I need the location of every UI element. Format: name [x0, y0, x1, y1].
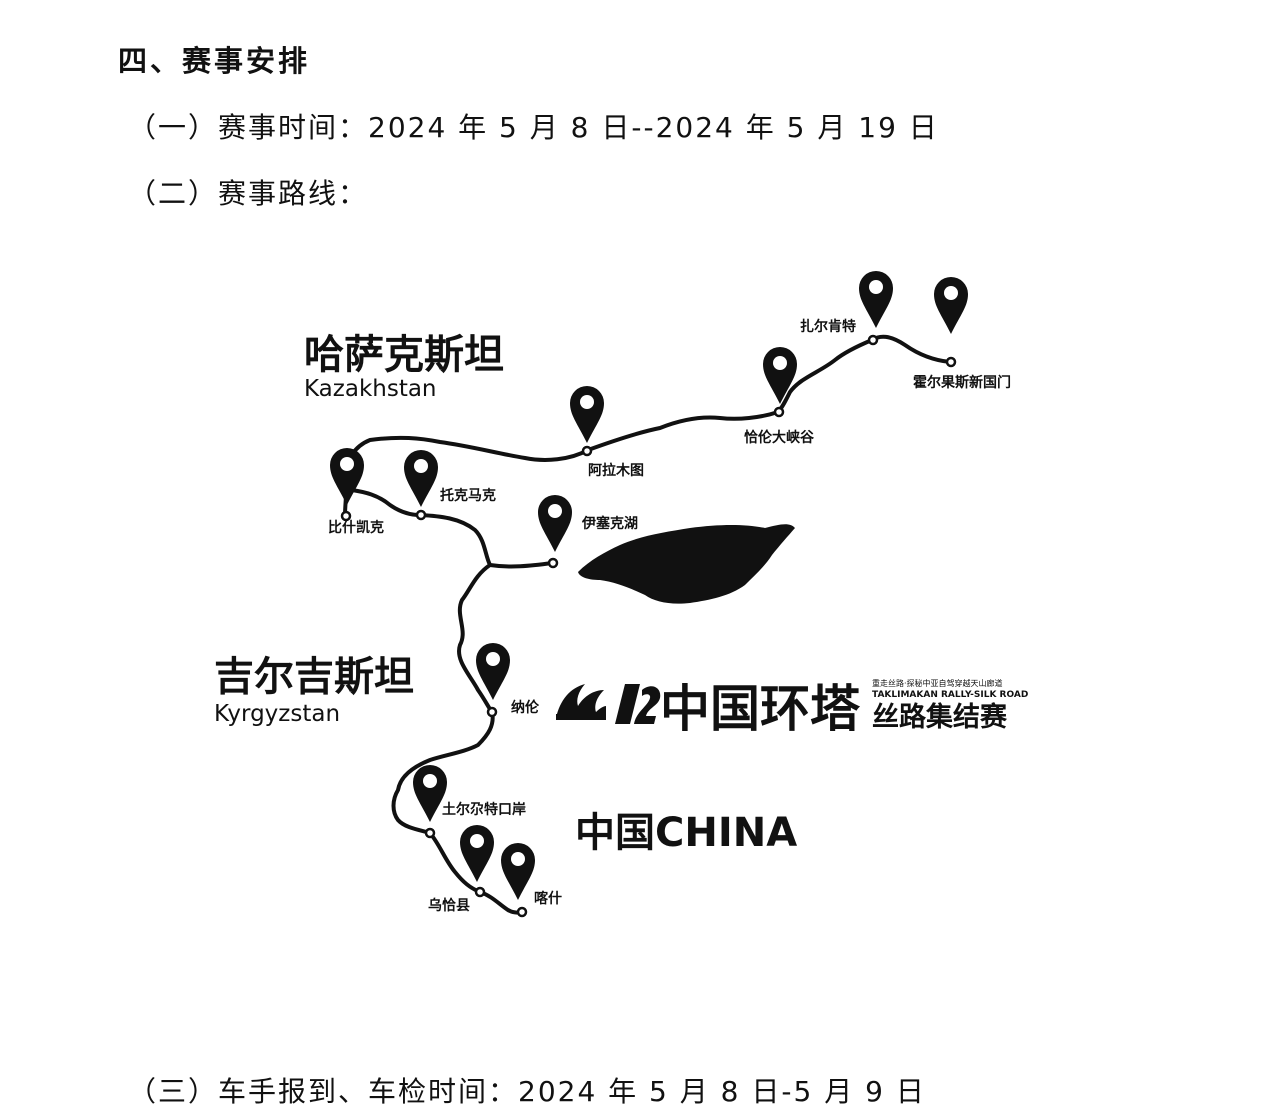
zharkent-pin-icon [859, 271, 893, 328]
tokmok-label: 托克马克 [440, 487, 496, 504]
logo-subtitle: 丝路集结赛 [872, 701, 1008, 733]
zharkent-dot [867, 334, 879, 346]
kyrgyzstan-en-label: Kyrgyzstan [214, 701, 340, 727]
kashgar-pin-icon [501, 843, 535, 900]
khorgos-dot [945, 356, 957, 368]
torugart-dot [424, 827, 436, 839]
charyn-dot [773, 406, 785, 418]
issyk-kul-label: 伊塞克湖 [581, 515, 638, 532]
china-label: 中国CHINA [575, 810, 797, 856]
tokmok-pin-icon [404, 450, 438, 507]
logo-title: 中国环塔 [660, 680, 861, 738]
wuqia-pin-icon [460, 825, 494, 882]
wuqia-label: 乌恰县 [428, 897, 470, 914]
kazakhstan-en-label: Kazakhstan [304, 376, 437, 402]
zharkent-label: 扎尔肯特 [800, 318, 856, 335]
event-route-label: （二）赛事路线： [128, 177, 369, 210]
khorgos-label: 霍尔果斯新国门 [913, 374, 1011, 391]
logo-slogan: 重走丝路·探秘中亚自驾穿越天山廊道 [872, 678, 1003, 688]
bishkek-label: 比什凯克 [328, 519, 384, 536]
rally-emblem-icon [556, 684, 661, 724]
almaty-pin-icon [570, 386, 604, 443]
tokmok-dot [415, 509, 427, 521]
rally-logo: 中国环塔 重走丝路·探秘中亚自驾穿越天山廊道 TAKLIMAKAN RALLY-… [556, 678, 1028, 738]
wuqia-dot [474, 886, 486, 898]
kashgar-dot [516, 906, 528, 918]
almaty-label: 阿拉木图 [588, 462, 644, 479]
naryn-label: 纳伦 [511, 699, 540, 716]
bishkek-pin-icon [330, 448, 364, 505]
logo-english: TAKLIMAKAN RALLY-SILK ROAD [872, 690, 1028, 700]
naryn-dot [486, 706, 498, 718]
torugart-label: 土尔尕特口岸 [442, 801, 526, 818]
event-time: （一）赛事时间：2024 年 5 月 8 日--2024 年 5 月 19 日 [128, 111, 939, 144]
issyk-kul-dot [547, 557, 559, 569]
section-heading: 四、赛事安排 [118, 44, 311, 78]
khorgos-pin-icon [934, 277, 968, 334]
kyrgyzstan-cn-label: 吉尔吉斯坦 [214, 654, 414, 700]
kazakhstan-cn-label: 哈萨克斯坦 [304, 332, 504, 378]
bishkek-dot [340, 510, 352, 522]
issyk-kul-lake-shape [578, 524, 795, 604]
almaty-dot [581, 445, 593, 457]
kashgar-label: 喀什 [534, 890, 562, 907]
charyn-label: 恰伦大峡谷 [744, 429, 815, 446]
check-in-time: （三）车手报到、车检时间：2024 年 5 月 8 日-5 月 9 日 [128, 1075, 926, 1108]
charyn-pin-icon [763, 347, 797, 404]
issyk-kul-pin-icon [538, 495, 572, 552]
